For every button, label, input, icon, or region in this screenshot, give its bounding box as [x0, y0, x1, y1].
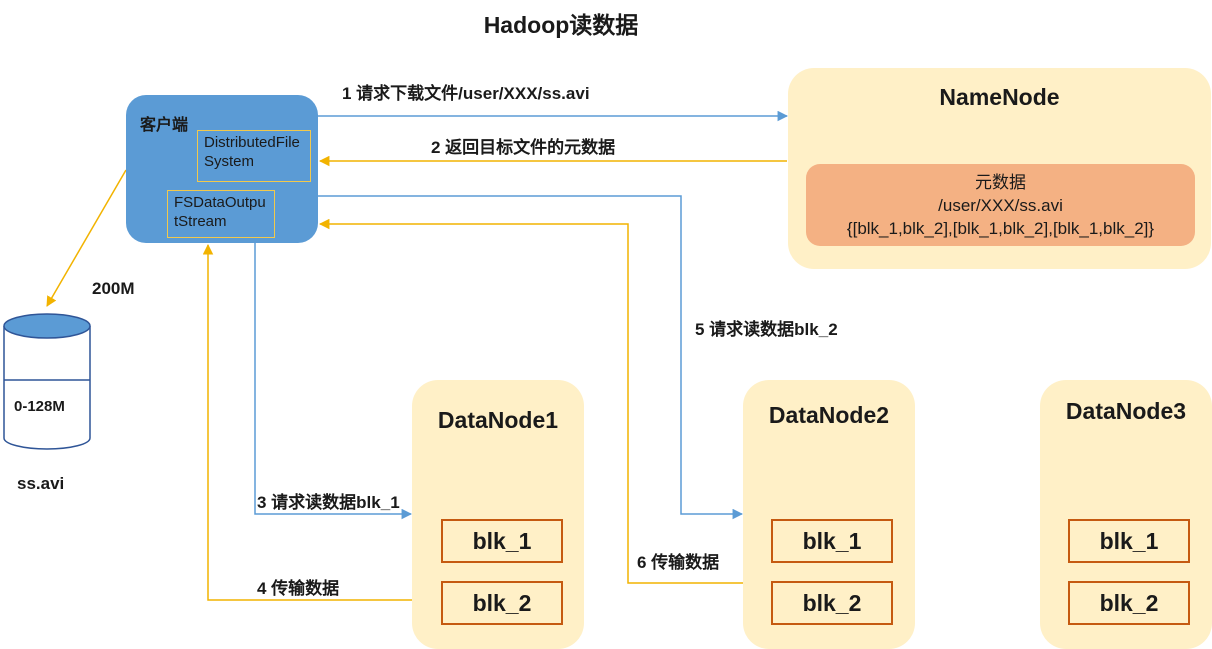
- step-5-label: 5 请求读数据blk_2: [695, 320, 838, 339]
- arrow-step-3: [254, 243, 413, 520]
- datanode-3-block-2: blk_2: [1068, 581, 1190, 625]
- namenode-title: NameNode: [939, 84, 1060, 110]
- step-6-label: 6 传输数据: [637, 553, 720, 572]
- datanode-1-block-2: blk_2: [441, 581, 563, 625]
- metadata-heading: 元数据: [975, 172, 1026, 192]
- step-3-label: 3 请求读数据blk_1: [257, 493, 400, 512]
- file-segment-label: 0-128M: [14, 398, 65, 415]
- arrow-step-4: [202, 243, 412, 601]
- arrow-step-6: [318, 218, 743, 584]
- step-2-label: 2 返回目标文件的元数据: [431, 138, 616, 157]
- metadata-box: 元数据 /user/XXX/ss.avi {[blk_1,blk_2],[blk…: [806, 164, 1195, 246]
- diagram-title: Hadoop读数据: [483, 12, 639, 38]
- client-label: 客户端: [140, 117, 189, 134]
- metadata-blocks: {[blk_1,blk_2],[blk_1,blk_2],[blk_1,blk_…: [846, 218, 1155, 238]
- datanode-3-block-1: blk_1: [1068, 519, 1190, 563]
- arrow-step-5: [318, 195, 744, 520]
- datanode-2-title: DataNode2: [768, 402, 890, 428]
- datanode-1-title: DataNode1: [437, 407, 559, 433]
- step-4-label: 4 传输数据: [257, 579, 340, 598]
- metadata-path: /user/XXX/ss.avi: [938, 195, 1063, 215]
- fsdataoutputstream-box: FSDataOutputStream: [167, 190, 275, 238]
- distributed-filesystem-box: DistributedFileSystem: [197, 130, 311, 182]
- datanode-2-block-1: blk_1: [771, 519, 893, 563]
- datanode-2-block-2: blk_2: [771, 581, 893, 625]
- datanode-3-title: DataNode3: [1065, 398, 1187, 424]
- local-file-cylinder: [3, 313, 91, 450]
- arrow-client-to-file: [46, 169, 127, 307]
- file-size-label: 200M: [92, 279, 135, 298]
- file-name-label: ss.avi: [17, 474, 65, 493]
- step-1-label: 1 请求下载文件/user/XXX/ss.avi: [342, 84, 590, 103]
- datanode-1-block-1: blk_1: [441, 519, 563, 563]
